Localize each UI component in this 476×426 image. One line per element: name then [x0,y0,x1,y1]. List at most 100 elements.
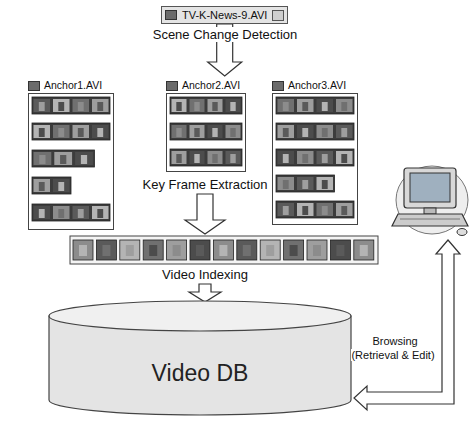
key-frame-detail [290,245,298,256]
thumbnail-frame [172,125,187,138]
thumbnail-frame [278,203,295,216]
key-frame [143,240,163,260]
thumbnail-detail [230,154,235,163]
thumbnail-detail [230,128,235,137]
thumbnail-row [32,97,110,114]
thumbnail-detail [283,102,289,111]
window-button [272,10,284,21]
window-heading: Anchor3.AVI [272,78,358,93]
key-frame-detail [102,245,110,256]
thumbnail-detail [341,128,347,137]
key-frame-detail [360,245,368,256]
thumbnail-frame [317,151,334,164]
thumbnail-detail [78,102,84,111]
thumbnail-detail [212,102,217,111]
step-label: Key Frame Extraction [120,177,290,192]
key-frame-detail [336,245,344,256]
process-arrow [185,194,225,234]
thumbnail-detail [322,180,328,189]
step-label-text: Browsing (Retrieval & Edit) [351,335,436,361]
thumbnail-detail [58,102,64,111]
thumbnail-detail [97,209,103,218]
thumbnail-frame [297,151,314,164]
thumbnail-row [276,123,354,140]
thumbnail-detail [97,102,103,111]
thumbnail-detail [39,182,45,191]
thumbnail-frame [336,125,353,138]
thumbnail-frame [73,206,90,219]
thumbnail-frame [53,99,70,112]
thumbnail-detail [39,102,45,111]
thumbnail-detail [322,154,328,163]
key-frame [167,240,187,260]
thumbnail-frame [190,99,205,112]
thumbnail-frame [34,125,51,138]
thumbnail-detail [302,206,308,215]
thumbnail-detail [341,206,347,215]
thumbnail-row [276,201,354,218]
file-name: Anchor1.AVI [44,79,102,92]
thumbnail-detail [78,209,84,218]
key-frame [73,240,93,260]
key-frames [73,240,374,260]
thumbnail-frame [278,151,295,164]
thumbnail-detail [58,182,64,191]
database-name: Video DB [152,360,249,386]
key-frame-detail [243,245,251,256]
thumbnail-frame [53,206,70,219]
thumbnail-frame [297,99,314,112]
thumbnail-detail [341,102,347,111]
thumbnail-frame [297,203,314,216]
monitor-stand [424,208,436,214]
browsing-arrow [354,240,460,410]
keyboard-keys [400,219,460,220]
thumbnail-detail [97,128,103,137]
thumbnail-frame [34,99,51,112]
thumbnail-detail [283,180,289,189]
thumbnail-detail [39,155,45,164]
key-frame [120,240,140,260]
thumbnail-row [276,149,354,166]
thumbnail-detail [194,128,199,137]
thumbnail-frame [317,177,334,190]
screen [410,173,450,202]
thumbnail-detail [60,155,66,164]
shot-panel [272,93,358,225]
thumbnail-detail [194,154,199,163]
thumbnail-row [32,150,94,167]
shot-panel [166,93,246,172]
video-window: Anchor1.AVI [28,78,114,230]
computer-icon [392,166,468,236]
thumbnail-frame [278,177,295,190]
thumbnail-frame [190,125,205,138]
key-frame-detail [149,245,157,256]
cylinder-outline [48,300,352,416]
thumbnail-frame [336,99,353,112]
file-icon [272,81,284,91]
video-window: Anchor2.AVI [166,78,246,172]
thumbnail-detail [302,180,308,189]
thumbnail-detail [39,128,45,137]
key-frame-detail [126,245,134,256]
key-frame-strip [70,236,378,264]
key-frame-detail [79,245,87,256]
thumbnail-frame [92,125,109,138]
thumbnail-detail [81,155,87,164]
thumbnail-row [170,123,242,140]
thumbnail-frame [208,99,223,112]
thumbnail-frame [278,125,295,138]
thumbnail-frame [54,152,72,165]
thumbnail-frame [34,152,52,165]
key-frame [190,240,210,260]
thumbnail-row [170,97,242,114]
step-label-text: Key Frame Extraction [141,177,270,192]
thumbnail-frame [73,99,90,112]
thumbnail-frame [226,125,241,138]
key-frame-detail [313,245,321,256]
thumbnail-detail [341,154,347,163]
thumbnail-row [276,175,335,192]
thumbnail-detail [212,154,217,163]
thumbnail-frame [278,99,295,112]
thumbnail-frame [317,125,334,138]
thumbnail-detail [283,154,289,163]
